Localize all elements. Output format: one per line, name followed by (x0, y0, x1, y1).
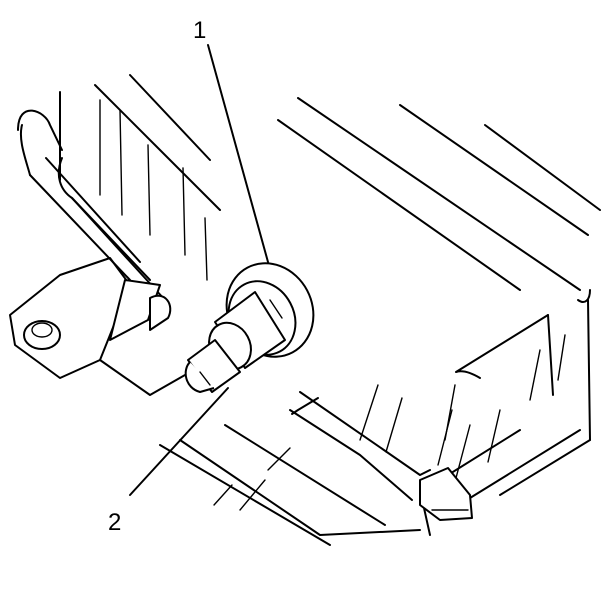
callout-2: 2 (108, 509, 121, 536)
wiring-harness (17, 109, 166, 301)
mounting-bracket (9, 257, 186, 396)
leader-line-2 (129, 387, 229, 496)
electrical-connector (184, 339, 241, 393)
cable-clamp (109, 279, 172, 341)
pan-tab (419, 467, 473, 521)
leader-line-1 (207, 44, 269, 263)
engine-block (59, 74, 601, 441)
bolt-head (23, 320, 61, 350)
callout-1: 1 (193, 17, 206, 44)
pan-rail (159, 391, 591, 546)
sensor-body (208, 262, 315, 371)
cooling-fins (99, 99, 566, 511)
